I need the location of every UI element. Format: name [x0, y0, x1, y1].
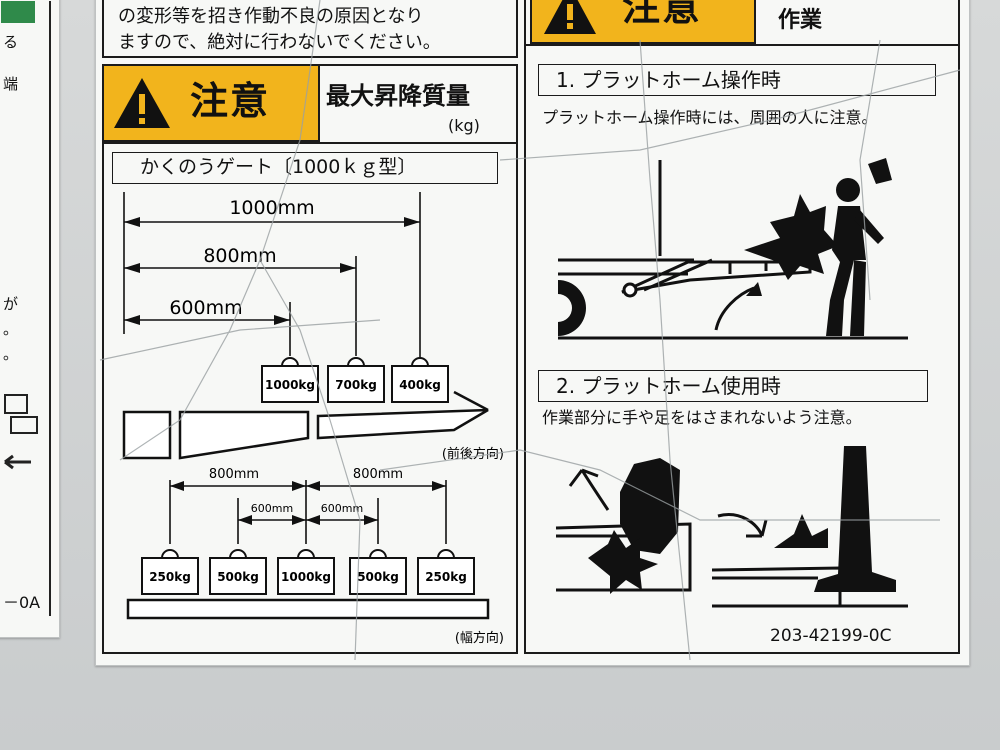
- platform-operation-illustration: [558, 158, 908, 340]
- front-back-direction: (前後方向): [442, 446, 504, 462]
- width-distance-800-right: 800mm: [353, 467, 403, 482]
- section1-title-box: [538, 64, 936, 96]
- capacity-unit: (kg): [448, 116, 480, 135]
- fb-weight-1000: 1000kg: [265, 378, 315, 392]
- left-partial-label: る 端 が 。 。 －0A: [0, 0, 60, 638]
- fb-distance-800: 800mm: [203, 245, 276, 267]
- left-fragment-4: 。: [3, 320, 19, 338]
- fb-distance-1000: 1000mm: [229, 197, 314, 219]
- fb-weight-400: 400kg: [399, 378, 441, 392]
- width-weight-500-right: 500kg: [357, 570, 399, 584]
- left-fragment-1: る: [3, 33, 19, 51]
- section1-title: 1. プラットホーム操作時: [556, 68, 781, 92]
- section1-text: プラットホーム操作時には、周囲の人に注意。: [542, 108, 878, 127]
- gate-name-box: [112, 152, 498, 184]
- width-distance-600-left: 600mm: [251, 502, 293, 515]
- width-distance-800-left: 800mm: [209, 467, 259, 482]
- operation-panel: [524, 0, 960, 654]
- label-code: 203-42199-0C: [770, 626, 892, 646]
- left-code-fragment: －0A: [3, 593, 41, 612]
- operation-header-rule: [524, 44, 960, 46]
- width-direction: (幅方向): [455, 630, 504, 646]
- section2-text: 作業部分に手や足をはさまれないよう注意。: [542, 408, 862, 427]
- fb-distance-600: 600mm: [169, 297, 242, 319]
- capacity-warning-word: 注意: [190, 79, 271, 123]
- top-notice-box: [102, 0, 518, 58]
- warning-triangle-icon: [544, 0, 596, 34]
- left-fragment-5: 。: [3, 345, 19, 363]
- width-weight-250-right: 250kg: [425, 570, 467, 584]
- fb-weight-700: 700kg: [335, 378, 377, 392]
- section2-title: 2. プラットホーム使用時: [556, 374, 781, 398]
- width-weight-1000: 1000kg: [281, 570, 331, 584]
- left-partial-illustration: [4, 394, 38, 470]
- width-weight-500-left: 500kg: [217, 570, 259, 584]
- warning-triangle-icon: [114, 78, 170, 128]
- capacity-diagram: 1000mm 800mm 600mm 1000kg 700kg 400kg (前…: [122, 192, 504, 646]
- capacity-header-rule: [102, 142, 518, 144]
- left-fragment-3: が: [3, 295, 19, 313]
- left-fragment-2: 端: [3, 75, 19, 93]
- width-weight-250-left: 250kg: [149, 570, 191, 584]
- green-strip: [1, 1, 35, 23]
- capacity-title: 最大昇降質量: [326, 82, 470, 110]
- operation-title-fragment: 作業: [778, 8, 823, 33]
- pinch-hazard-illustration: [555, 446, 908, 608]
- top-notice-line2: ますので、絶対に行わないでください。: [118, 32, 441, 53]
- operation-warning-word: 注意: [622, 0, 703, 29]
- width-distance-600-right: 600mm: [321, 502, 363, 515]
- top-notice-line1: の変形等を招き作動不良の原因となり: [118, 6, 424, 27]
- left-label-border: [1, 1, 51, 616]
- section2-title-box: [538, 370, 928, 402]
- gate-name: かくのうゲート〔1000ｋｇ型〕: [140, 156, 417, 178]
